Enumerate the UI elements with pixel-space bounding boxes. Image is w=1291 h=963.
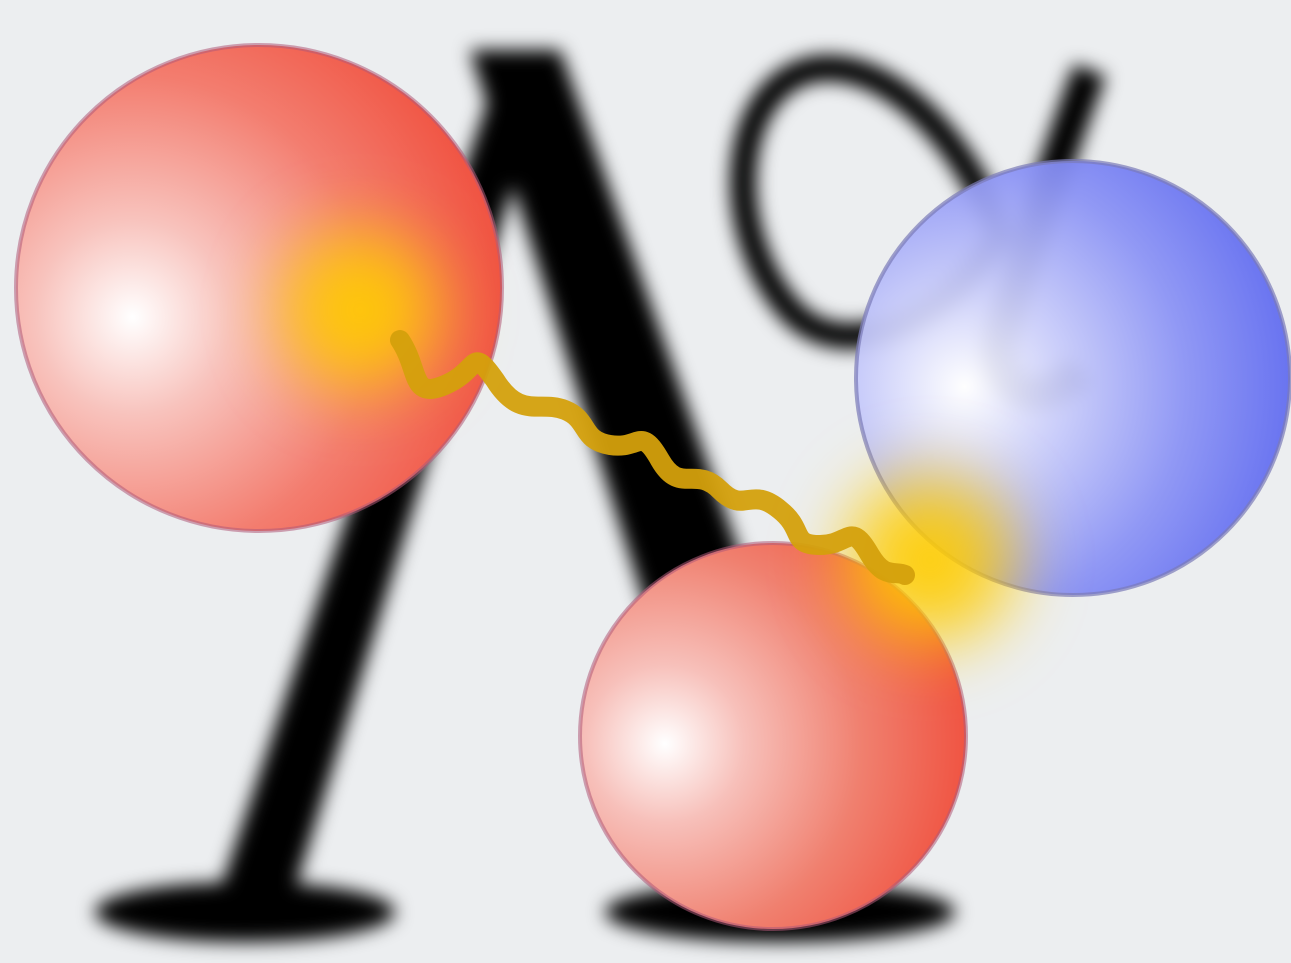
yellow-wavy-gluon-line (390, 330, 915, 585)
gluon-glow-right (815, 445, 1045, 675)
